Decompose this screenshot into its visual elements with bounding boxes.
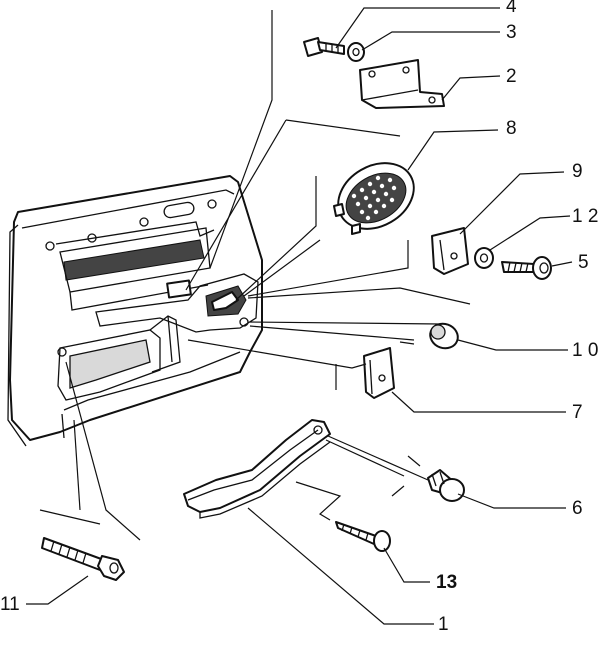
door-trim-panel	[7, 175, 263, 447]
part-1-pull-handle	[183, 419, 331, 519]
callout-3: 3	[506, 22, 517, 43]
part-7-clip	[363, 347, 395, 399]
callout-10: 1 0	[572, 340, 598, 361]
callout-6: 6	[572, 498, 583, 519]
callout-12: 1 2	[572, 206, 598, 227]
callout-labels: 4 3 2 8 9 1 2 5 1 0 7 6 13 1 11	[0, 0, 598, 635]
part-11-bolt	[41, 537, 125, 581]
callout-7: 7	[572, 402, 583, 423]
part-12-washer	[474, 247, 494, 269]
callout-2: 2	[506, 66, 517, 87]
part-10-plug	[429, 322, 459, 350]
callout-9: 9	[572, 161, 583, 182]
leader-lines	[26, 7, 573, 625]
part-8-speaker-grille	[333, 162, 415, 235]
callout-8: 8	[506, 118, 517, 139]
callout-11: 11	[0, 594, 20, 615]
part-4-bolt	[303, 37, 345, 57]
callout-13: 13	[436, 572, 457, 593]
part-3-washer	[347, 42, 365, 62]
part-13-screw	[335, 521, 391, 552]
callout-4: 4	[506, 0, 517, 17]
part-5-screw	[501, 256, 552, 280]
part-9-clip	[431, 227, 469, 275]
part-2-bracket	[359, 59, 445, 109]
part-6-pin	[427, 469, 465, 502]
callout-1: 1	[438, 614, 449, 635]
callout-5: 5	[578, 252, 589, 273]
